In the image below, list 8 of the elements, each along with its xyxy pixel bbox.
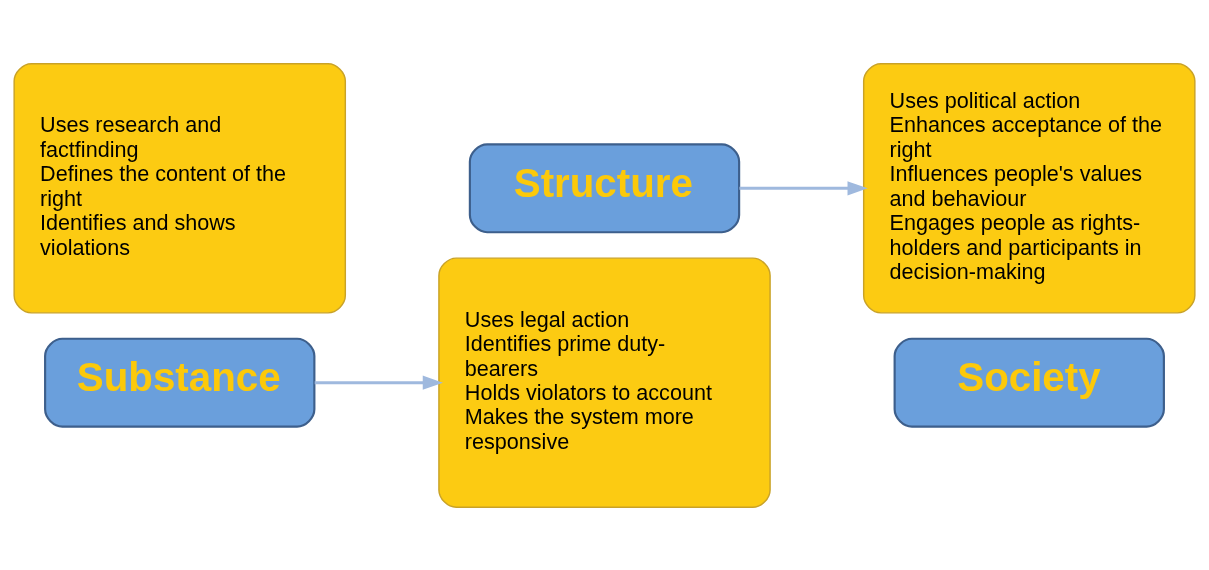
arrow — [739, 180, 868, 195]
node-box: Structure — [468, 142, 741, 233]
arrow — [314, 375, 443, 390]
node-box: Uses legal action Identifies prime duty-bearers Holds violators to account Makes the system more responsive — [438, 256, 771, 508]
node-box: Uses research and factfinding Defines the content of the right Identifies and shows violations — [13, 62, 347, 314]
node-box: Society — [893, 337, 1165, 428]
node-box: Uses political action Enhances acceptance of the right Influences people's values and behaviour Engages people as rights-holders and participants in decision-making — [862, 62, 1196, 314]
node-box: Substance — [44, 337, 316, 428]
